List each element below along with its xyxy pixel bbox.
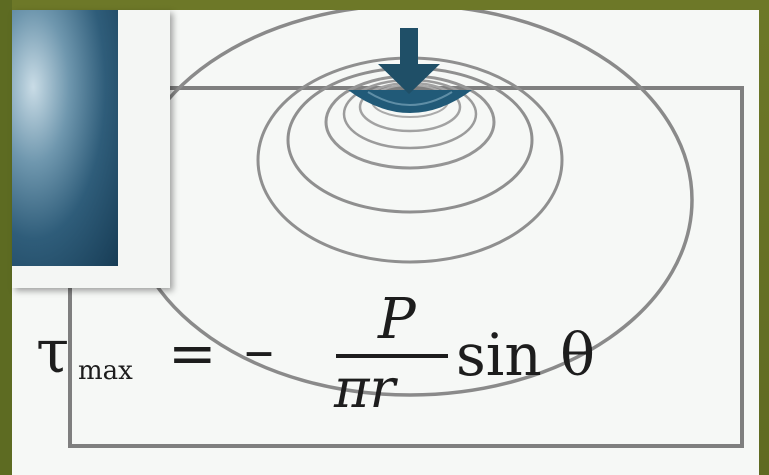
down-arrow-icon	[378, 28, 440, 94]
max-shear-stress-equation: τ max = – P πr sin θ	[36, 292, 616, 416]
equation-tau: τ	[36, 317, 70, 387]
equation-numerator: P	[378, 287, 416, 352]
equation-denominator: πr	[334, 357, 396, 420]
load-contact-highlight	[367, 91, 453, 106]
fraction-bar	[336, 354, 448, 358]
equation-equals: =	[168, 319, 217, 387]
stress-diagram	[68, 10, 744, 448]
left-border-strip	[0, 0, 12, 475]
equation-minus: –	[244, 315, 274, 385]
load-contact-region	[348, 90, 472, 113]
inset-photo	[12, 10, 170, 288]
equation-trig-term: sin θ	[456, 321, 596, 389]
inset-photo-image	[12, 10, 118, 266]
equation-subscript: max	[78, 356, 133, 386]
diagram-panel: τ max = – P πr sin θ	[12, 10, 759, 475]
